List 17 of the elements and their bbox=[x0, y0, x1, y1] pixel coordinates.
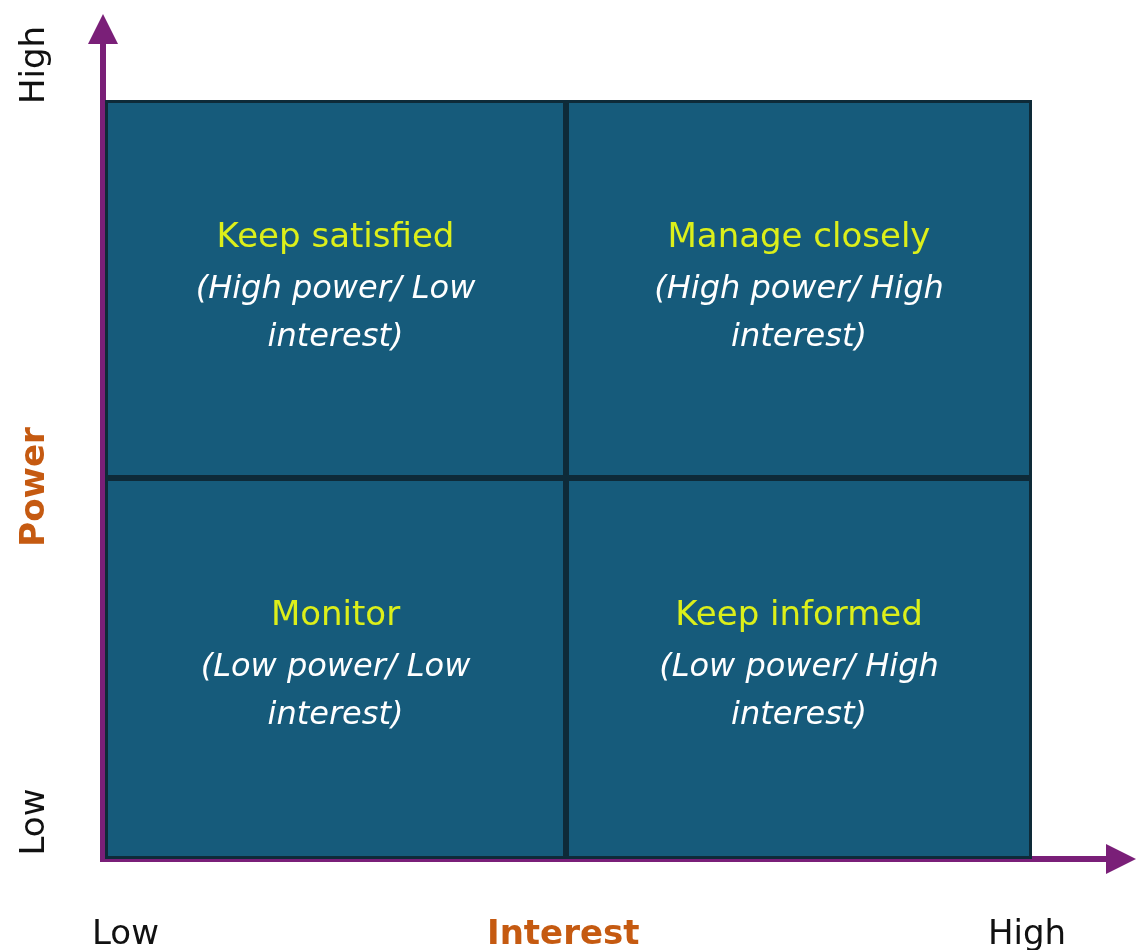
quadrant-heading: Keep satisfied bbox=[216, 215, 455, 255]
quadrant-heading: Keep informed bbox=[675, 593, 923, 633]
quadrant-description: (High power/ High interest) bbox=[653, 267, 945, 356]
axis-title: Power bbox=[12, 427, 52, 547]
quadrant-box bbox=[105, 100, 566, 478]
axis-end-label: Low bbox=[12, 788, 52, 856]
quadrant-heading: Monitor bbox=[270, 593, 401, 633]
quadrant-description: (Low power/ High interest) bbox=[658, 645, 940, 734]
axis-title: Interest bbox=[487, 912, 640, 950]
quadrant-box bbox=[566, 100, 1032, 478]
axis-end-label: High bbox=[12, 25, 52, 105]
quadrant-box bbox=[105, 478, 566, 859]
quadrant-heading: Manage closely bbox=[667, 215, 931, 255]
quadrant-description: (Low power/ Low interest) bbox=[199, 645, 472, 734]
quadrant-description: (High power/ Low interest) bbox=[194, 267, 477, 356]
quadrant-box bbox=[566, 478, 1032, 859]
axis-end-label: Low bbox=[92, 912, 159, 950]
